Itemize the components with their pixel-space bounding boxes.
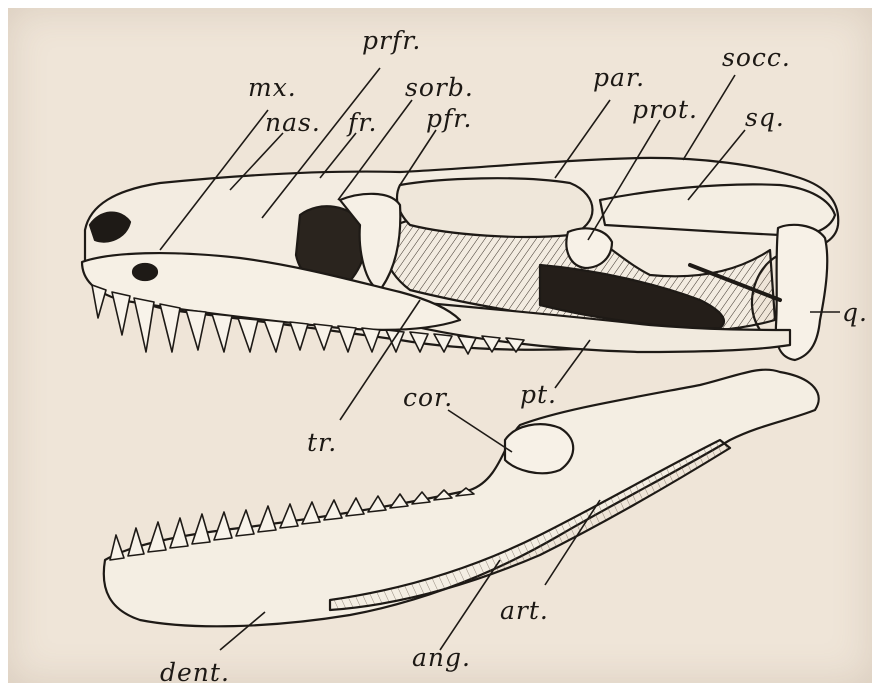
- label-pt: pt.: [520, 382, 557, 407]
- parietal-bone: [397, 178, 592, 237]
- leader-cor: [448, 410, 512, 452]
- label-prfr: prfr.: [362, 28, 421, 53]
- label-pfr: pfr.: [426, 106, 472, 131]
- label-cor: cor.: [403, 385, 453, 410]
- mandible: [104, 370, 819, 627]
- label-sorb: sorb.: [405, 75, 474, 100]
- label-socc: socc.: [722, 45, 791, 70]
- coronoid-process: [505, 424, 573, 473]
- label-dent: dent.: [160, 660, 230, 685]
- label-art: art.: [500, 598, 549, 623]
- label-q: q.: [842, 300, 868, 325]
- label-par: par.: [593, 65, 645, 90]
- label-sq: sq.: [745, 105, 785, 130]
- label-tr: tr.: [307, 430, 337, 455]
- label-prot: prot.: [632, 97, 698, 122]
- label-ang: ang.: [412, 645, 471, 670]
- label-mx: mx.: [248, 75, 297, 100]
- nostril: [133, 264, 157, 280]
- label-nas: nas.: [265, 110, 321, 135]
- label-fr: fr.: [348, 110, 377, 135]
